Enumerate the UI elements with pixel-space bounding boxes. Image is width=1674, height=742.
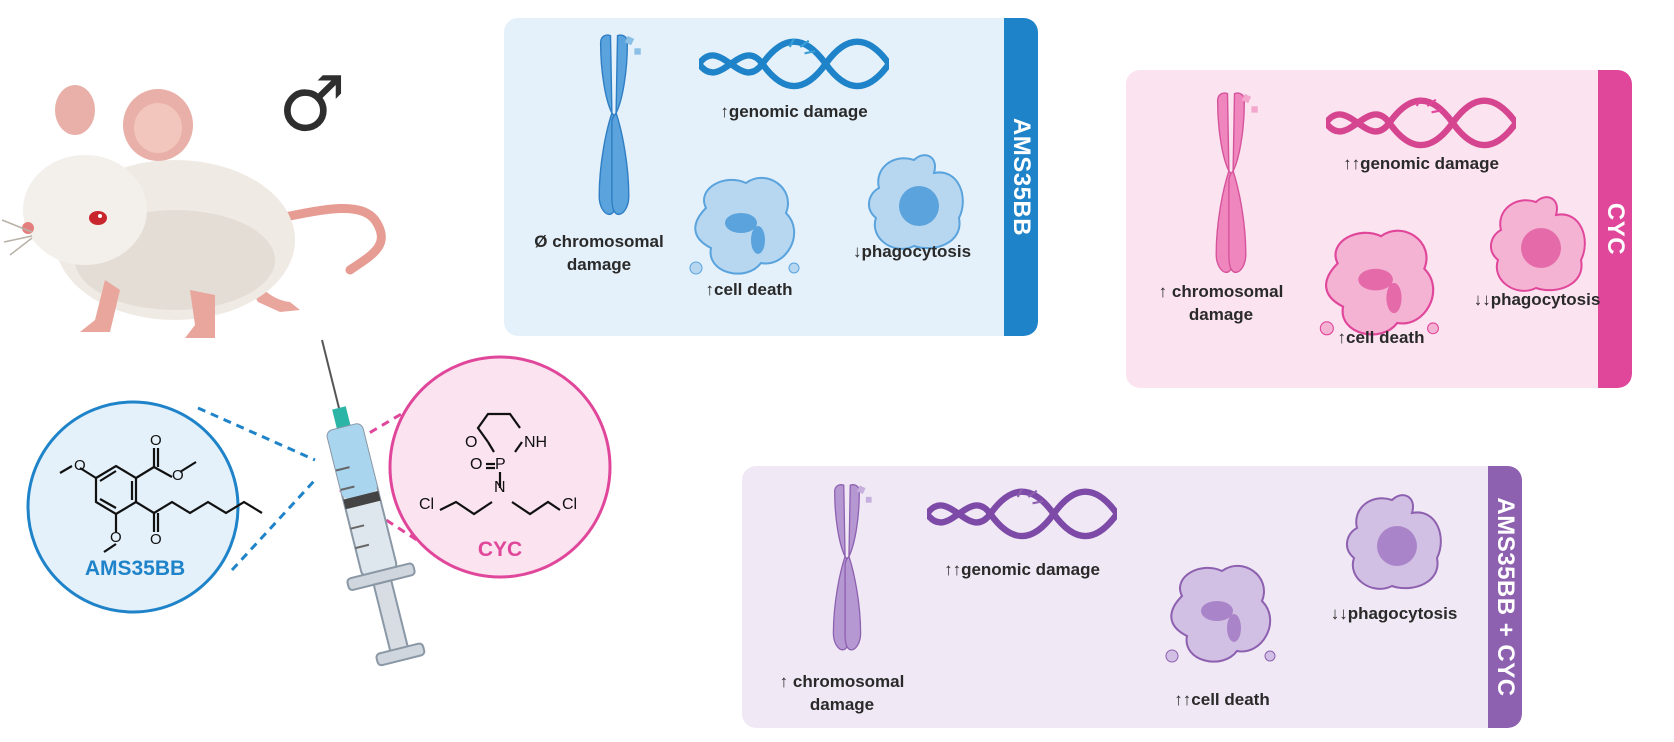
male-symbol: ♂ <box>278 59 347 148</box>
dying-cell-icon <box>1319 229 1439 336</box>
cyc-label: CYC <box>477 538 523 561</box>
svg-text:O: O <box>172 467 184 484</box>
ams35bb-panel-strip: AMS35BB <box>1004 18 1038 336</box>
combo-chromosomal-label: ↑ chromosomal damage <box>779 672 905 714</box>
dying-cell-icon <box>1165 564 1276 663</box>
chromosome-icon <box>598 34 641 216</box>
phagocyte-icon <box>1490 196 1586 292</box>
combo-phagocytosis-label: ↓↓phagocytosis <box>1330 604 1458 623</box>
cyc-atom-nh: NH <box>524 434 548 451</box>
cyc-panel-title: CYC <box>1602 202 1629 256</box>
combo-cell-death-label: ↑↑cell death <box>1174 690 1270 709</box>
chromosome-icon <box>1215 92 1258 274</box>
cyc-phagocytosis-label: ↓↓phagocytosis <box>1473 290 1601 309</box>
combo-genomic-label: ↑↑genomic damage <box>944 560 1100 579</box>
ams35bb-circle <box>26 400 240 614</box>
ams35bb-chromosomal-label: Ø chromosomal damage <box>534 232 664 274</box>
combo-panel: AMS35BB + CYC ↑↑genomic damage ↑ chromos… <box>742 466 1522 728</box>
combo-panel-title: AMS35BB + CYC <box>1492 497 1519 697</box>
ams35bb-panel: AMS35BB ↑genomic damage Ø chromosomal da… <box>504 18 1038 336</box>
dna-icon <box>699 38 889 96</box>
cyc-circle <box>388 355 612 579</box>
cyc-atom-o-double: O <box>470 456 483 473</box>
cyc-atom-cl-left: Cl <box>419 496 435 513</box>
dna-icon <box>927 488 1117 546</box>
phagocyte-icon <box>868 154 964 250</box>
cyc-cell-death-label: ↑cell death <box>1337 328 1425 347</box>
ams35bb-structure-icon <box>59 448 263 553</box>
dna-icon <box>1326 97 1516 155</box>
svg-text:O: O <box>74 457 86 474</box>
syringe-diagram: O O O O O <box>26 339 612 667</box>
cyc-atom-p: P <box>495 456 506 473</box>
ams35bb-cell-death-label: ↑cell death <box>705 280 793 299</box>
svg-text:O: O <box>150 531 162 548</box>
cyc-atom-o-ring: O <box>465 434 478 451</box>
svg-text:O: O <box>110 529 122 546</box>
cyc-chromosomal-label: ↑ chromosomal damage <box>1158 282 1284 324</box>
cyc-atom-cl-right: Cl <box>562 496 578 513</box>
cyc-genomic-label: ↑↑genomic damage <box>1343 154 1499 173</box>
dying-cell-icon <box>689 176 800 275</box>
cyc-panel: CYC ↑↑genomic damage ↑ chromosomal damag… <box>1126 70 1632 388</box>
svg-text:O: O <box>150 432 162 449</box>
combo-panel-strip: AMS35BB + CYC <box>1488 466 1522 728</box>
phagocyte-icon <box>1346 494 1442 590</box>
cyc-atom-n: N <box>494 479 506 496</box>
ams35bb-phagocytosis-label: ↓phagocytosis <box>852 242 972 261</box>
ams35bb-panel-title: AMS35BB <box>1008 117 1035 237</box>
cyc-panel-strip: CYC <box>1598 70 1632 388</box>
chromosome-icon <box>832 484 872 651</box>
ams35bb-label: AMS35BB <box>84 557 186 580</box>
ams35bb-genomic-label: ↑genomic damage <box>720 102 868 121</box>
mouse-icon <box>1 85 386 338</box>
